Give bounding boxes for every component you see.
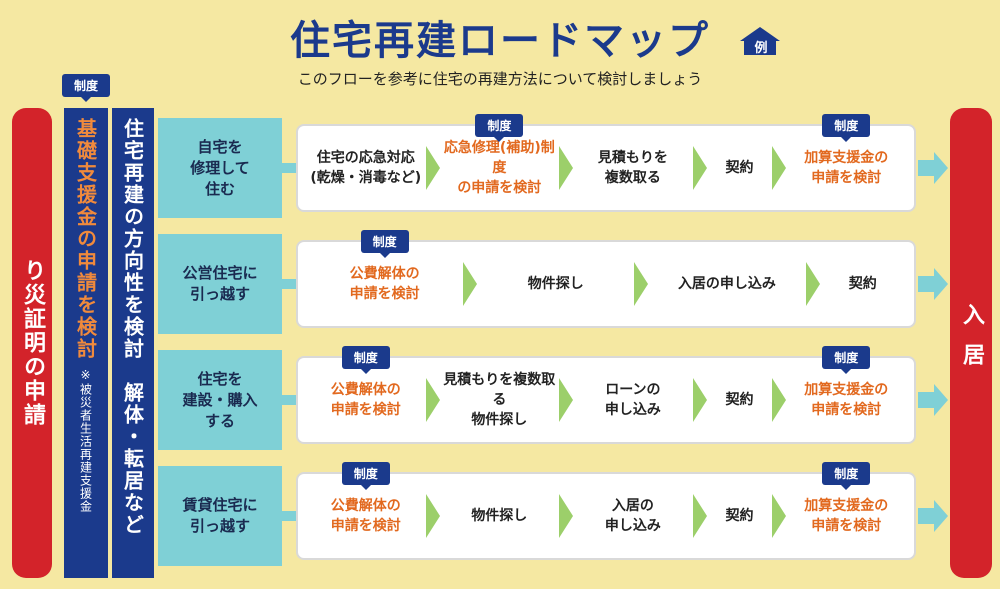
flow-step: 公費解体の 申請を検討 — [330, 382, 401, 418]
row-label: 公営住宅に 引っ越す — [158, 234, 282, 334]
row-label: 住宅を 建設・購入 する — [158, 350, 282, 450]
seido-tag: 制度 — [822, 462, 871, 490]
chevron-right-icon — [805, 262, 820, 306]
move-in-bar: 入居 — [950, 108, 992, 578]
flow-step: 物件探し — [471, 508, 528, 524]
row-connector — [282, 395, 298, 405]
flow-step: 公費解体の 申請を検討 — [349, 266, 420, 302]
page-title: 住宅再建ロードマップ — [290, 18, 710, 64]
row-label: 自宅を 修理して 住む — [158, 118, 282, 218]
chevron-right-icon — [559, 146, 574, 190]
chevron-right-icon — [692, 378, 707, 422]
row-connector — [282, 279, 298, 289]
example-badge: 例 — [754, 41, 768, 56]
chevron-right-icon — [692, 146, 707, 190]
seido-tag: 制度 — [822, 346, 871, 374]
flow-step: 契約 — [725, 508, 754, 524]
arrow-right-icon — [918, 268, 948, 300]
flow-step: 物件探し — [527, 276, 584, 292]
flow-step: 加算支援金の 申請を検討 — [804, 150, 889, 186]
risai-certificate-label: り災証明の申請 — [20, 259, 45, 427]
basic-support-label: 基礎支援金の申請を検討 — [73, 118, 98, 360]
flow-step: 加算支援金の 申請を検討 — [804, 498, 889, 534]
move-in-label: 入居 — [959, 303, 984, 383]
seido-tag: 制度 — [341, 346, 390, 374]
arrow-right-icon — [918, 500, 948, 532]
flow-step: 入居の 申し込み — [604, 498, 661, 534]
direction-label: 住宅再建の方向性を検討 解体・転居など — [120, 118, 145, 536]
chevron-right-icon — [772, 378, 787, 422]
row-box — [296, 356, 916, 444]
risai-certificate-bar: り災証明の申請 — [12, 108, 52, 578]
chevron-right-icon — [634, 262, 649, 306]
row-connector — [282, 511, 298, 521]
row-box — [296, 124, 916, 212]
arrow-right-icon — [918, 152, 948, 184]
seido-tag: 制度 — [341, 462, 390, 490]
flow-step: ローンの 申し込み — [604, 382, 661, 418]
row-label: 賃貸住宅に 引っ越す — [158, 466, 282, 566]
flow-step: 見積もりを複数取る 物件探し — [443, 372, 556, 428]
direction-bar: 住宅再建の方向性を検討 解体・転居など — [112, 108, 154, 578]
chevron-right-icon — [692, 494, 707, 538]
chevron-right-icon — [559, 378, 574, 422]
chevron-right-icon — [425, 146, 440, 190]
seido-tag: 制度 — [822, 114, 871, 142]
flow-step: 公費解体の 申請を検討 — [330, 498, 401, 534]
seido-tag: 制度 — [475, 114, 524, 142]
arrow-right-icon — [918, 384, 948, 416]
flow-step: 契約 — [725, 160, 754, 176]
row-connector — [282, 163, 298, 173]
chevron-right-icon — [559, 494, 574, 538]
basic-support-note: ※被災者生活再建支援金 — [78, 368, 93, 513]
flow-step: 住宅の応急対応 (乾燥・消毒など) — [310, 150, 422, 186]
flow-step: 見積もりを 複数取る — [597, 150, 668, 186]
row-box — [296, 472, 916, 560]
seido-tag: 制度 — [360, 230, 409, 258]
chevron-right-icon — [463, 262, 478, 306]
flow-step: 契約 — [848, 276, 877, 292]
flow-step: 加算支援金の 申請を検討 — [804, 382, 889, 418]
flow-step: 入居の申し込み — [677, 276, 776, 292]
flow-step: 応急修理(補助)制度 の申請を検討 — [443, 140, 555, 196]
chevron-right-icon — [772, 494, 787, 538]
flow-step: 契約 — [725, 392, 754, 408]
chevron-right-icon — [425, 378, 440, 422]
house-icon — [740, 27, 780, 55]
chevron-right-icon — [772, 146, 787, 190]
seido-tag: 制度 — [62, 74, 110, 102]
basic-support-bar: 基礎支援金の申請を検討 ※被災者生活再建支援金 — [64, 108, 108, 578]
chevron-right-icon — [425, 494, 440, 538]
subtitle: このフローを参考に住宅の再建方法について検討しましょう — [297, 70, 703, 88]
